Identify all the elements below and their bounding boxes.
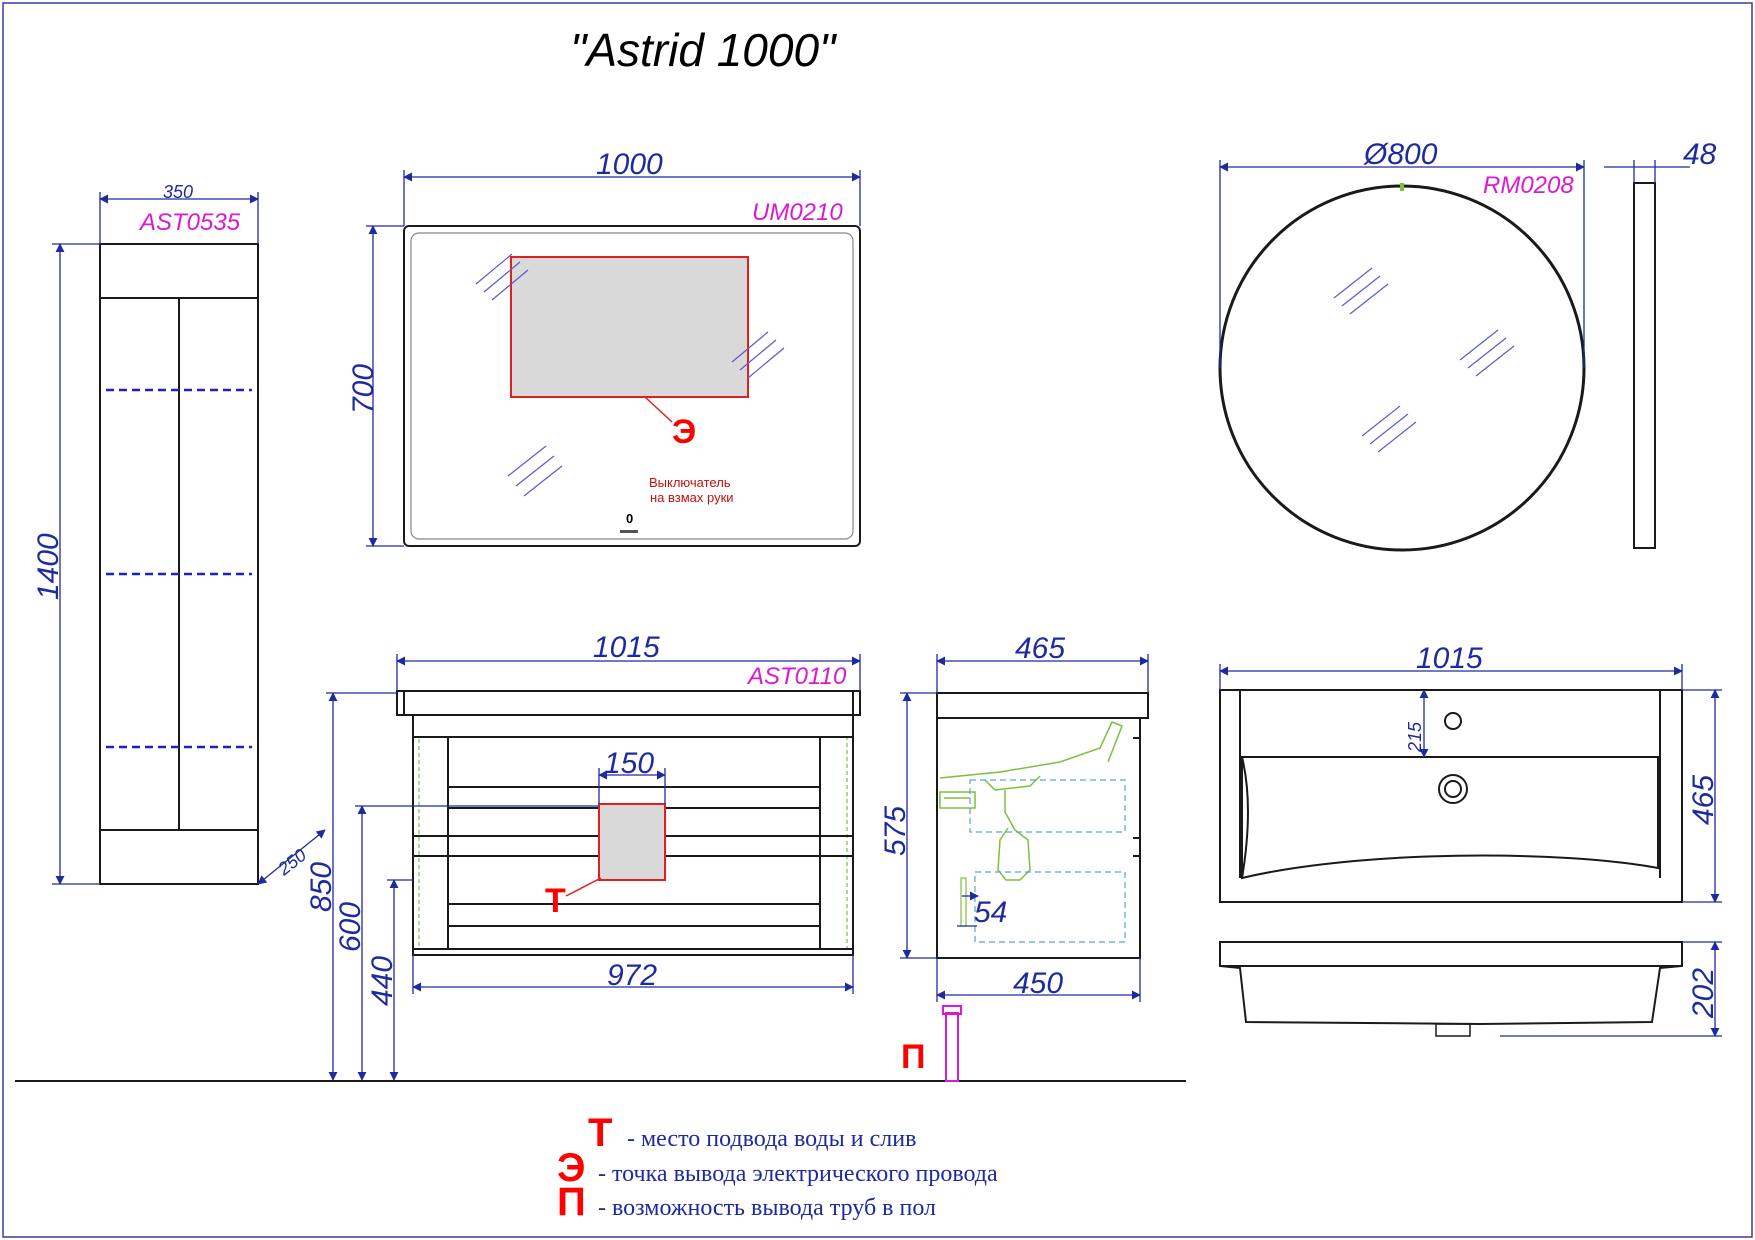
rect-mirror-code: UM0210 [752, 199, 843, 226]
mirror-logo-mark [620, 530, 638, 533]
basin-depth-label: 465 [1687, 775, 1720, 825]
rect-mirror-group: Э Выключатель на взмах руки 0 1000 UM021… [347, 148, 861, 547]
tap-hole [1444, 712, 1462, 730]
drain-hole-inner [1444, 780, 1462, 798]
vanity-countertop-lip [403, 691, 854, 715]
electric-leader [644, 396, 673, 423]
legend: Т - место подвода воды и слив Э - точка … [557, 1111, 998, 1224]
side-body-depth-label: 450 [1013, 967, 1063, 1000]
vanity-width-label: 1015 [593, 631, 660, 664]
round-mirror-side [1633, 182, 1656, 549]
round-mirror-diameter-label: Ø800 [1363, 138, 1438, 171]
offset-label: 54 [974, 896, 1007, 929]
side-depth-label: 465 [1015, 632, 1065, 665]
legend-text-water: - место подвода воды и слив [627, 1126, 916, 1152]
tall-cabinet-depth-dim [257, 829, 326, 885]
basin-bowl-outline [1241, 756, 1659, 880]
water-zone [598, 803, 666, 881]
siphon-drawing [939, 721, 1123, 881]
water-mark: Т [545, 882, 566, 920]
floor-pipe [945, 1012, 959, 1082]
basin-height-label: 202 [1687, 968, 1720, 1019]
rect-mirror-inner [410, 232, 854, 540]
tall-cabinet-width-label: 350 [163, 182, 193, 202]
side-dashed-inner-2 [974, 871, 1126, 943]
height-600-label: 600 [334, 902, 367, 952]
round-mirror-sensor [1400, 183, 1404, 191]
water-leader [565, 877, 602, 897]
height-440-label: 440 [366, 956, 399, 1006]
floor-pipe-cap [942, 1005, 962, 1015]
basin-side-group: 202 [1219, 941, 1722, 1037]
switch-note-line1: Выключатель [649, 475, 731, 490]
tall-cabinet-code: AST0535 [138, 209, 241, 236]
floor-pipe-mark: П [901, 1038, 925, 1076]
drawing-title: "Astrid 1000" [570, 24, 838, 76]
electric-mark: Э [672, 413, 696, 451]
legend-text-electric: - точка вывода электрического провода [598, 1161, 998, 1187]
basin-top-group: 215 1015 465 [1219, 642, 1722, 903]
side-guide [960, 877, 967, 927]
basin-side-outline [1219, 941, 1683, 1026]
vanity-side-top [936, 692, 1149, 719]
vanity-code: AST0110 [746, 663, 847, 690]
rect-mirror-outline [403, 225, 861, 547]
vanity-countertop [396, 690, 861, 716]
vanity-front-group: Т 150 1015 AST0110 972 850 600 440 [305, 631, 861, 1081]
round-mirror-outline [1218, 184, 1586, 552]
tall-cabinet-outline [99, 243, 259, 885]
side-dashed-inner-1 [969, 779, 1126, 833]
legend-text-floor: - возможность вывода труб в пол [598, 1195, 936, 1221]
basin-top-rim [1239, 690, 1661, 878]
side-height-label: 575 [879, 806, 912, 856]
round-mirror-group: Ø800 RM0208 48 [1218, 138, 1717, 552]
basin-drain-stub [1435, 1023, 1471, 1037]
basin-bowl-curve [1241, 756, 1249, 879]
legend-key-floor: П [557, 1180, 586, 1224]
vanity-side-group: 54 465 450 575 П [879, 632, 1149, 1082]
switch-note-line2: на взмах руки [650, 490, 734, 505]
legend-key-electric: Э [557, 1146, 585, 1190]
zone-width-label: 150 [604, 747, 654, 780]
rect-mirror-width-label: 1000 [596, 148, 663, 181]
legend-key-water: Т [588, 1111, 612, 1155]
round-mirror-code: RM0208 [1483, 172, 1574, 199]
height-850-label: 850 [305, 862, 338, 912]
switch-icon: 0 [626, 511, 633, 526]
drain-hole-outer [1438, 774, 1468, 804]
vanity-side-drawer-edge [1133, 737, 1141, 958]
tall-cabinet-height-label: 1400 [32, 533, 65, 600]
basin-top-outline [1219, 689, 1683, 903]
tall-cabinet-group: 350 AST0535 1400 250 [32, 182, 326, 885]
vanity-side-body [936, 717, 1141, 959]
electric-zone [510, 256, 749, 398]
vanity-inner-width-label: 972 [607, 959, 657, 992]
glass-hatch [475, 253, 785, 497]
rect-mirror-height-label: 700 [347, 364, 380, 414]
basin-width-label: 1015 [1416, 642, 1483, 675]
round-glass-hatch [1333, 267, 1515, 453]
round-mirror-depth-label: 48 [1683, 138, 1717, 171]
tap-offset-label: 215 [1405, 721, 1425, 753]
